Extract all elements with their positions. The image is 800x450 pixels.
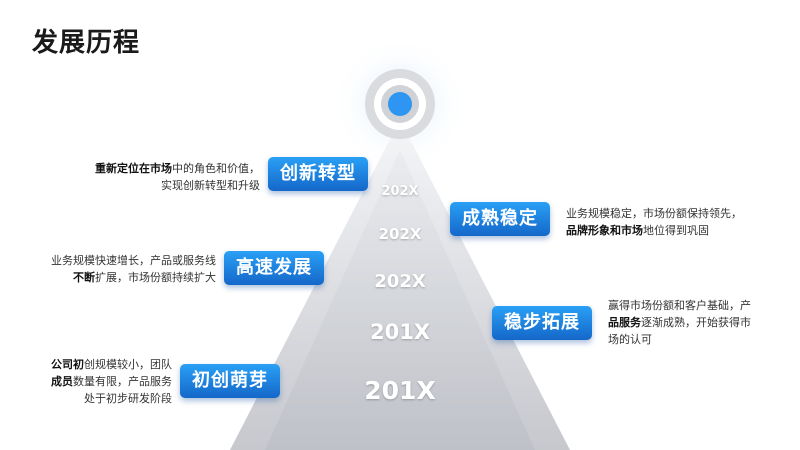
year-label-3: 202X bbox=[374, 271, 426, 292]
stage-4-label: 稳步拓展 bbox=[492, 306, 592, 340]
year-label-4: 201X bbox=[369, 320, 431, 344]
stage-5-label: 初创萌芽 bbox=[180, 364, 280, 398]
year-label-5: 201X bbox=[364, 376, 436, 405]
year-label-2: 202X bbox=[378, 225, 422, 243]
stage-2-label: 成熟稳定 bbox=[450, 202, 550, 236]
stage-1-label: 创新转型 bbox=[268, 157, 368, 191]
page-title: 发展历程 bbox=[32, 28, 141, 58]
pyramid-front bbox=[265, 150, 535, 450]
stage-3-label: 高速发展 bbox=[224, 251, 324, 285]
year-label-1: 202X bbox=[381, 184, 419, 199]
stage-3-description: 业务规模快速增长，产品或服务线 不断扩展，市场份额持续扩大 bbox=[51, 254, 216, 284]
stage-1-description: 重新定位在市场中的角色和价值， 实现创新转型和升级 bbox=[95, 162, 260, 192]
stage-2-description: 业务规模稳定，市场份额保持领先， 品牌形象和市场地位得到巩固 bbox=[566, 207, 742, 237]
stage-5-description: 公司初创规模较小，团队 成员数量有限，产品服务 处于初步研发阶段 bbox=[51, 358, 172, 405]
stage-4-description: 赢得市场份额和客户基础，产 品服务逐渐成熟，开始获得市 场的认可 bbox=[608, 299, 751, 346]
target-center-dot bbox=[388, 92, 412, 116]
